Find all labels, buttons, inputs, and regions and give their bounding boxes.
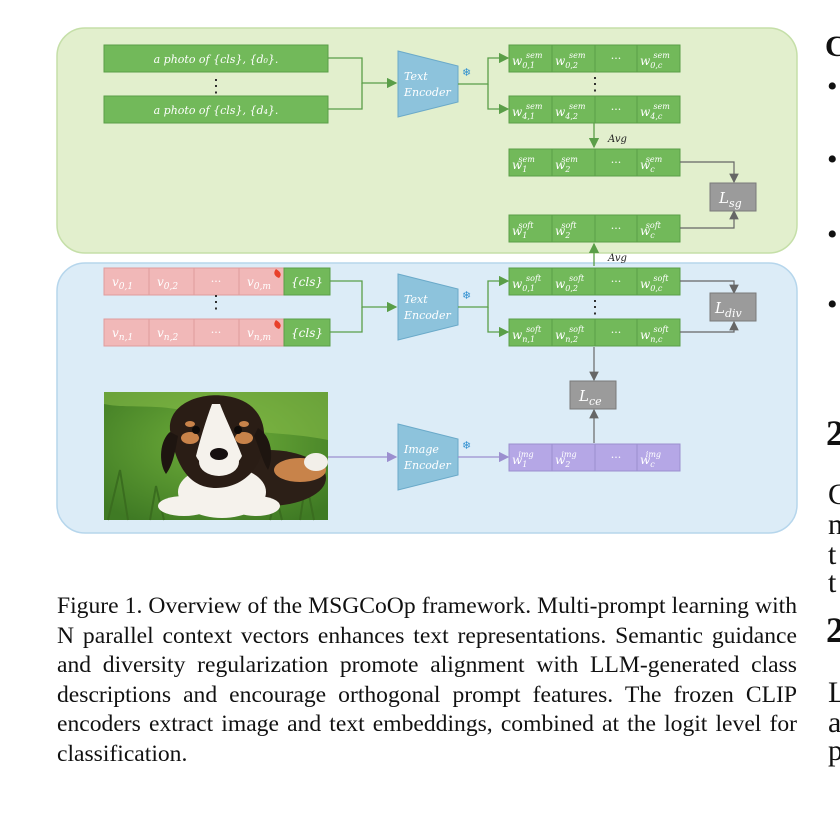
soft-avg-row: w1soft w2soft wcsoft ··· [508,214,681,243]
soft-row-n: wn,1soft wn,2soft wn,csoft ··· [508,318,681,347]
snowflake-icon: ❄ [462,289,471,302]
edge-letter: n [828,508,840,541]
prompt-box-0: a photo of {cls}, {d₀}. [103,44,329,73]
ellipsis: ··· [611,451,622,464]
svg-text:Text: Text [404,70,428,83]
soft-row-0: w0,1soft w0,2soft w0,csoft ··· [508,267,681,296]
context-row-n: vn,1 vn,2 vn,m ··· {cls} [103,318,331,347]
prompt-text-0: a photo of {cls}, {d₀}. [154,53,279,66]
ellipsis: ··· [611,222,622,235]
feature-label: w4,1sem [512,102,543,121]
context-vector-label: v0,1 [112,275,133,292]
context-vector-label: v0,m [247,275,271,292]
edge-letter: C [828,478,840,511]
svg-text:Lce: Lce [578,387,602,408]
feature-label: w1soft [512,221,534,240]
avg-label-bottom: Avg [607,253,627,264]
feature-label: w0,2soft [555,274,585,293]
edge-bullet: • [827,288,838,321]
feature-label: w0,1sem [512,51,543,70]
prompt-text-4: a photo of {cls}, {d₄}. [154,104,279,117]
context-vector-label: vn,2 [157,326,178,343]
edge-section: 2 [826,413,840,453]
vertical-dots: ⋮ [586,297,604,318]
vertical-dots: ⋮ [207,292,225,313]
ellipsis: ··· [611,156,622,169]
ellipsis: ··· [211,326,222,339]
edge-letter: p [828,734,840,767]
img-row: w1img w2img wcimg ··· [508,443,681,472]
feature-label: w0,csem [640,51,670,70]
context-vector-label: vn,m [247,326,271,343]
edge-letter: L [828,676,840,709]
context-row-0: v0,1 v0,2 v0,m ··· {cls} [103,267,331,296]
svg-text:Image: Image [403,443,439,456]
prompt-box-4: a photo of {cls}, {d₄}. [103,95,329,124]
edge-letter: t [828,538,837,571]
feature-label: w1sem [512,155,535,174]
snowflake-icon: ❄ [462,439,471,452]
feature-label: wcsoft [640,221,662,240]
dog-photo [104,392,328,521]
text-encoder-bottom: Text Encoder ❄ [397,273,471,341]
figure-caption: Figure 1. Overview of the MSGCoOp framew… [57,593,797,767]
feature-label: w2soft [555,221,577,240]
sem-avg-row: w1sem w2sem wcsem ··· [508,148,681,177]
fire-icon [274,320,281,329]
loss-ce: Lce [569,380,617,410]
loss-div: Ldiv [709,292,757,322]
edge-bullet: • [827,70,838,103]
ellipsis: ··· [211,275,222,288]
cls-token: {cls} [291,326,323,340]
fire-icon [274,269,281,278]
loss-sg: Lsg [709,182,757,212]
feature-label: wcimg [640,450,661,469]
edge-letter: C [825,30,840,63]
ellipsis: ··· [611,326,622,339]
sem-row-0: w0,1sem w0,2sem w0,csem ··· [508,44,681,73]
edge-section: 2 [826,610,840,650]
avg-label-top: Avg [607,134,627,145]
edge-letter: a [828,706,840,739]
feature-label: wn,csoft [640,325,669,344]
feature-label: w0,csoft [640,274,669,293]
vertical-dots: ⋮ [586,74,604,95]
feature-label: w2sem [555,155,578,174]
edge-letter: t [828,566,837,599]
feature-label: w1img [512,450,534,469]
ellipsis: ··· [611,103,622,116]
ellipsis: ··· [611,52,622,65]
feature-label: w4,2sem [555,102,586,121]
ellipsis: ··· [611,275,622,288]
sem-row-4: w4,1sem w4,2sem w4,csem ··· [508,95,681,124]
svg-text:Encoder: Encoder [403,309,451,322]
svg-text:Text: Text [404,293,428,306]
feature-label: w2img [555,450,577,469]
context-vector-label: v0,2 [157,275,178,292]
feature-label: w0,1soft [512,274,542,293]
image-encoder: Image Encoder ❄ [397,423,471,491]
svg-text:Encoder: Encoder [403,86,451,99]
svg-text:Encoder: Encoder [403,459,451,472]
feature-label: wn,2soft [555,325,585,344]
feature-label: w0,2sem [555,51,586,70]
semantic-panel [56,27,798,254]
snowflake-icon: ❄ [462,66,471,79]
vertical-dots: ⋮ [207,76,225,97]
overview-figure: a photo of {cls}, {d₀}. ⋮ a photo of {cl… [56,27,798,534]
edge-bullet: • [827,143,838,176]
feature-label: w4,csem [640,102,670,121]
svg-text:Ldiv: Ldiv [714,299,743,320]
text-encoder-top: Text Encoder ❄ [397,50,471,118]
svg-text:Lsg: Lsg [718,189,742,210]
cls-token: {cls} [291,275,323,289]
feature-label: wn,1soft [512,325,542,344]
context-vector-label: vn,1 [112,326,133,343]
edge-bullet: • [827,218,838,251]
feature-label: wcsem [640,155,663,174]
